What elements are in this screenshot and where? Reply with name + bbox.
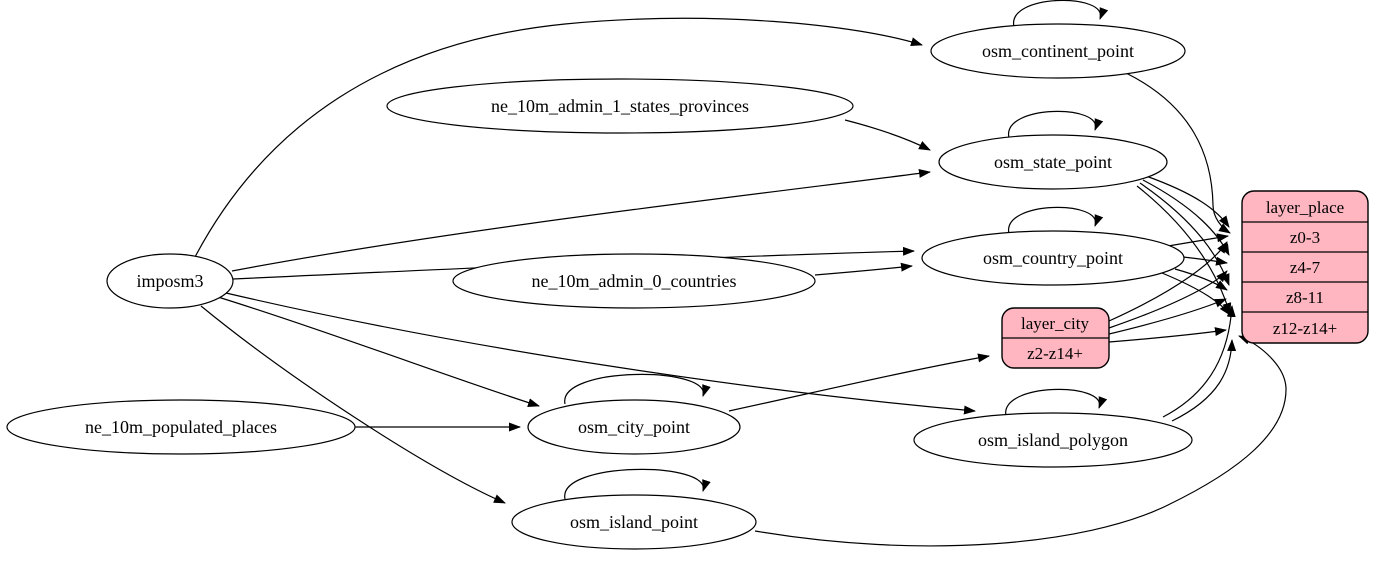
node-ne_10m_populated_places-shape bbox=[6, 399, 356, 455]
edge-osm_country_point-z0-3 bbox=[1167, 233, 1229, 247]
node-imposm3-label: imposm3 bbox=[136, 271, 203, 291]
node-osm_state_point-label: osm_state_point bbox=[994, 152, 1112, 172]
edge-osm_state_point-z0-3 bbox=[1145, 175, 1230, 228]
edge-ne_10m_admin_0_countries-osm_country_point bbox=[814, 262, 913, 276]
layer_place-row-z0-3: z0-3 bbox=[1290, 228, 1320, 247]
edge-ne_10m_admin_1_states_provinces-osm_state_point bbox=[844, 119, 931, 151]
node-osm_city_point-shape bbox=[527, 399, 741, 455]
node-osm_country_point: osm_country_point bbox=[921, 230, 1185, 286]
node-layer_city-title: layer_city bbox=[1021, 314, 1089, 333]
layer_city-row-z2-z14: z2-z14+ bbox=[1027, 344, 1083, 363]
node-imposm3: imposm3 bbox=[106, 253, 234, 309]
edge-imposm3-osm_continent_point bbox=[194, 17, 923, 258]
edge-osm_city_point-layer_city bbox=[728, 353, 990, 412]
node-layer_place-title: layer_place bbox=[1266, 198, 1344, 217]
layer_place-row-z12-z14: z12-z14+ bbox=[1273, 319, 1337, 338]
node-ne_10m_admin_1_states_provinces: ne_10m_admin_1_states_provinces bbox=[386, 78, 854, 134]
selfloop-osm_continent_point bbox=[1013, 0, 1109, 28]
selfloop-osm_state_point bbox=[1008, 110, 1104, 139]
edge-layer_city-z12-z14 bbox=[1108, 327, 1227, 343]
node-ne_10m_admin_1_states_provinces-shape bbox=[386, 78, 854, 134]
node-osm_island_polygon: osm_island_polygon bbox=[913, 412, 1193, 468]
node-osm_state_point: osm_state_point bbox=[938, 134, 1168, 190]
node-ne_10m_populated_places-label: ne_10m_populated_places bbox=[85, 417, 277, 437]
node-osm_state_point-shape bbox=[938, 134, 1168, 190]
selfloop-osm_island_point bbox=[564, 468, 711, 500]
node-osm_continent_point-shape bbox=[930, 23, 1186, 79]
edge-osm_island_polygon-z12-z14 bbox=[1171, 339, 1237, 422]
edge-osm_country_point-z4-7 bbox=[1182, 256, 1228, 266]
edge-imposm3-osm_island_point bbox=[200, 305, 506, 504]
node-osm_island_point-shape bbox=[511, 494, 757, 550]
node-layer_place-shape bbox=[1241, 190, 1369, 344]
edge-imposm3-osm_island_polygon bbox=[225, 292, 976, 415]
edge-imposm3-osm_state_point bbox=[231, 168, 931, 272]
edge-osm_country_point-z12-z14 bbox=[1161, 272, 1231, 316]
edges-group bbox=[194, 0, 1287, 547]
node-ne_10m_admin_1_states_provinces-label: ne_10m_admin_1_states_provinces bbox=[491, 96, 749, 116]
node-osm_island_point-label: osm_island_point bbox=[570, 512, 698, 532]
selfloop-osm_island_polygon bbox=[1005, 388, 1108, 417]
edge-layer_city-z4-7 bbox=[1108, 270, 1228, 329]
node-ne_10m_populated_places: ne_10m_populated_places bbox=[6, 399, 356, 455]
layer_place-row-z8-11: z8-11 bbox=[1286, 288, 1324, 307]
node-osm_city_point-label: osm_city_point bbox=[578, 417, 690, 437]
node-ne_10m_admin_0_countries-shape bbox=[452, 253, 816, 309]
node-osm_city_point: osm_city_point bbox=[527, 399, 741, 455]
node-osm_continent_point-label: osm_continent_point bbox=[982, 41, 1134, 61]
node-ne_10m_admin_0_countries: ne_10m_admin_0_countries bbox=[452, 253, 816, 309]
node-imposm3-shape bbox=[106, 253, 234, 309]
node-ne_10m_admin_0_countries-label: ne_10m_admin_0_countries bbox=[532, 271, 737, 291]
nodes-group: imposm3 ne_10m_admin_1_states_provinces … bbox=[6, 23, 1369, 550]
edge-osm_island_polygon-z8-11 bbox=[1162, 305, 1236, 418]
selfloop-osm_country_point bbox=[1008, 206, 1104, 235]
edge-osm_island_point-z12-z14 bbox=[754, 335, 1287, 547]
edge-layer_city-z8-11 bbox=[1108, 298, 1227, 335]
node-osm_island_polygon-label: osm_island_polygon bbox=[978, 430, 1128, 450]
edge-layer_city-z0-3 bbox=[1108, 241, 1228, 322]
edge-imposm3-osm_city_point bbox=[217, 296, 540, 407]
node-osm_continent_point: osm_continent_point bbox=[930, 23, 1186, 79]
layer_place-row-z4-7: z4-7 bbox=[1290, 258, 1321, 277]
node-osm_island_polygon-shape bbox=[913, 412, 1193, 468]
selfloop-osm_city_point bbox=[564, 373, 711, 405]
node-osm_country_point-label: osm_country_point bbox=[983, 248, 1123, 268]
node-osm_island_point: osm_island_point bbox=[511, 494, 757, 550]
node-layer_city: layer_city z2-z14+ bbox=[1001, 307, 1110, 369]
edge-osm_country_point-z8-11 bbox=[1174, 268, 1228, 291]
node-osm_country_point-shape bbox=[921, 230, 1185, 286]
node-layer_place: layer_place z0-3 z4-7 z8-11 z12-z14+ bbox=[1241, 190, 1369, 344]
